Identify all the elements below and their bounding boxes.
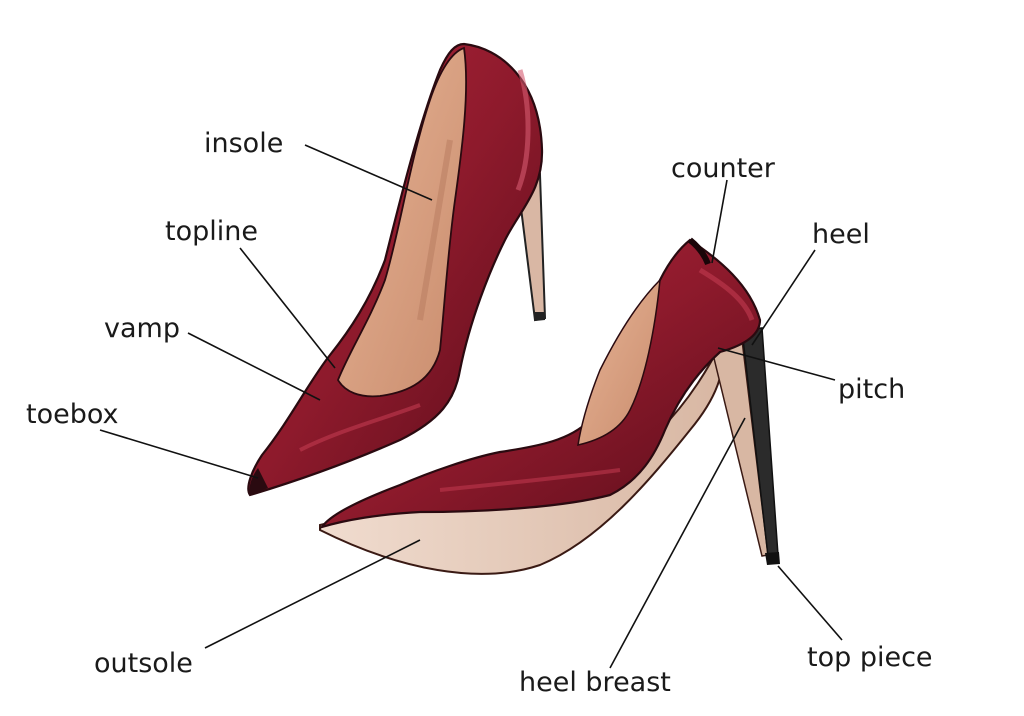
leader-insole [304,144,433,201]
leader-heel-breast [609,417,746,669]
leader-pitch [717,347,836,381]
label-toebox: toebox [26,399,119,430]
left-insole [337,46,468,398]
label-top-piece: top piece [807,642,933,673]
leader-toebox [99,429,259,479]
leader-vamp [187,332,321,401]
left-shoe [247,42,547,497]
right-top-piece [765,552,780,565]
leader-topline [239,247,336,369]
labels: insole topline vamp toebox outsole count… [26,128,933,698]
leader-counter [711,179,728,264]
label-heel-breast: heel breast [519,667,671,698]
label-outsole: outsole [94,648,193,679]
label-counter: counter [671,153,776,184]
right-lining [577,277,661,446]
leader-outsole [204,539,421,649]
leader-heel [751,249,816,346]
right-shoe [319,237,780,575]
leader-top-piece [777,565,843,641]
label-insole: insole [204,128,283,159]
leader-lines [99,144,843,669]
label-vamp: vamp [104,313,180,344]
label-pitch: pitch [838,374,905,405]
label-topline: topline [165,216,258,247]
label-heel: heel [812,219,870,250]
